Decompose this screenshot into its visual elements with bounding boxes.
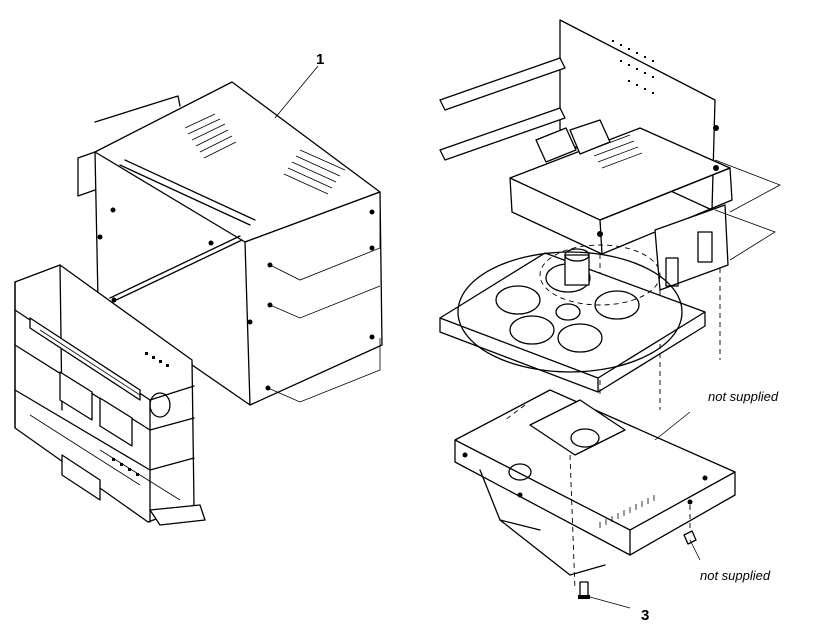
callout-1: 1 <box>316 51 324 68</box>
front-panel-stack <box>14 264 206 526</box>
note-not-supplied-upper: not supplied <box>708 389 779 404</box>
callout-3: 3 <box>641 607 649 624</box>
upper-chassis <box>439 19 781 410</box>
screw-part <box>578 581 631 609</box>
base-chassis <box>454 389 736 591</box>
callout-1-leader <box>274 65 319 119</box>
disc-tray <box>439 244 706 393</box>
note-not-supplied-lower: not supplied <box>700 568 771 583</box>
